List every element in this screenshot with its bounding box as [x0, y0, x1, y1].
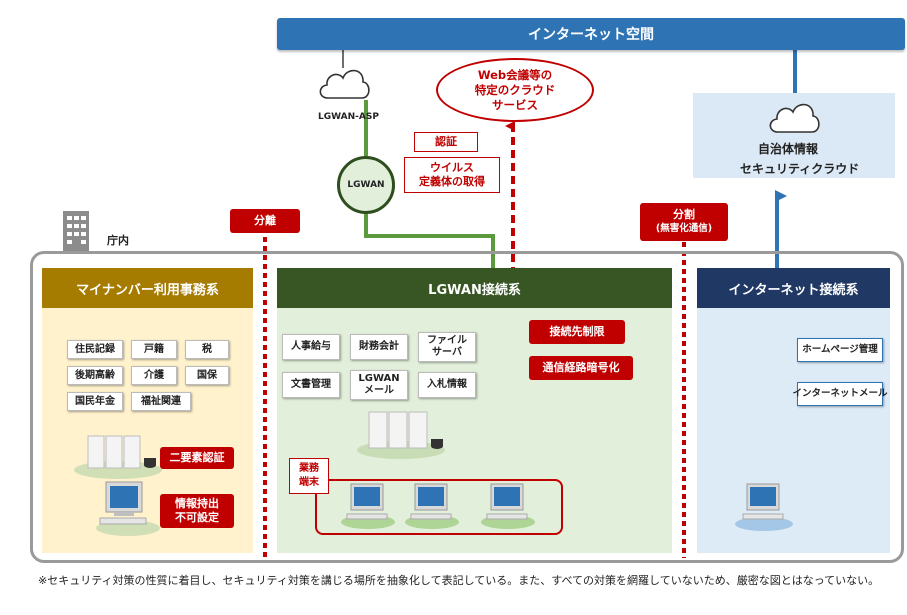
cloud-service-line1: Web会議等の: [477, 67, 553, 82]
security-cloud-line1: 自治体情報: [758, 142, 819, 156]
server-icon: [72, 428, 164, 484]
lgwan-tag: 入札情報: [418, 372, 476, 398]
lgwan-tag-line1: 財務会計: [359, 341, 399, 352]
lgwan-tag-line1: 人事給与: [291, 341, 331, 352]
internet-space-bar: インターネット空間: [277, 18, 905, 50]
terminal-group: [315, 479, 563, 535]
pc-icon: [733, 482, 795, 536]
restrict-box: 接続先制限: [529, 320, 625, 344]
lgwan-tag: LGWAN メール: [350, 370, 408, 400]
division-line2: (無害化通信): [655, 223, 713, 234]
internet-zone: インターネット接続系 ホームページ管理 インターネットメール: [697, 268, 890, 553]
cloud-icon: [769, 103, 820, 133]
lgwan-tag-line1: ファイル: [427, 335, 467, 346]
no-export-line1: 情報持出: [175, 497, 219, 510]
lgwan-asp-label: LGWAN-ASP: [318, 112, 379, 122]
mynumber-tag: 税: [185, 340, 229, 359]
lgwan-node-label: LGWAN: [347, 180, 385, 190]
division-label: 分割 (無害化通信): [640, 203, 728, 241]
footnote: ※セキュリティ対策の性質に着目し、セキュリティ対策を講じる場所を抽象化して表記し…: [38, 574, 880, 587]
lgwan-tag: 文書管理: [282, 372, 340, 398]
mynumber-zone: マイナンバー利用事務系 住民記録 戸籍 税 後期高齢 介護 国保 国民年金 福祉…: [42, 268, 253, 553]
office-frame: [30, 251, 904, 563]
mynumber-tag: 国保: [185, 366, 229, 385]
auth-box: 認証: [414, 132, 478, 152]
cloud-icon: [319, 69, 370, 99]
two-factor-box: 二要素認証: [160, 447, 234, 469]
lgwan-tag-line1: 入札情報: [427, 379, 467, 390]
no-export-line2: 不可設定: [175, 511, 219, 524]
building-icon: [63, 211, 89, 251]
cloud-service-line3: サービス: [492, 97, 538, 112]
mynumber-title: マイナンバー利用事務系: [42, 268, 253, 308]
terminal-line2: 端末: [299, 477, 319, 488]
pc-icon: [339, 482, 397, 534]
lgwan-tag-line2: メール: [364, 385, 394, 396]
separation-label: 分離: [230, 209, 300, 233]
building-label: 庁内: [107, 234, 129, 247]
lgwan-zone: LGWAN接続系 人事給与 財務会計 ファイル サーバ 文書管理 LGWAN メ…: [277, 268, 672, 553]
mynumber-tag: 戸籍: [131, 340, 177, 359]
virus-def-line1: ウイルス: [430, 161, 474, 174]
lgwan-node: LGWAN: [337, 156, 395, 214]
encrypt-box: 通信経路暗号化: [529, 356, 633, 380]
mynumber-tag: 福祉関連: [131, 392, 191, 411]
pc-icon: [92, 480, 164, 540]
security-cloud-box: [693, 93, 895, 178]
lgwan-title: LGWAN接続系: [277, 268, 672, 308]
mynumber-tag: 介護: [131, 366, 177, 385]
terminal-line1: 業務: [299, 463, 319, 474]
lgwan-tag-line1: 文書管理: [291, 379, 331, 390]
mynumber-tag: 住民記録: [67, 340, 123, 359]
mynumber-tag: 後期高齢: [67, 366, 123, 385]
lgwan-tag-line2: サーバ: [432, 347, 462, 358]
virus-def-box: ウイルス 定義体の取得: [404, 157, 500, 193]
virus-def-line2: 定義体の取得: [419, 175, 485, 188]
lgwan-tag-line1: LGWAN: [358, 373, 400, 384]
lgwan-tag: 財務会計: [350, 334, 408, 360]
internet-tag: インターネットメール: [793, 382, 888, 406]
terminal-label: 業務 端末: [289, 458, 329, 494]
cloud-service-ellipse: Web会議等の 特定のクラウド サービス: [436, 58, 594, 122]
mynumber-tag: 国民年金: [67, 392, 123, 411]
cloud-service-line2: 特定のクラウド: [474, 82, 556, 97]
internet-title: インターネット接続系: [697, 268, 890, 308]
internet-tag: ホームページ管理: [797, 338, 883, 362]
lgwan-tag: ファイル サーバ: [418, 332, 476, 362]
pc-icon: [479, 482, 537, 534]
division-line1: 分割: [673, 208, 695, 221]
no-export-box: 情報持出 不可設定: [160, 494, 234, 528]
security-cloud-line2: セキュリティクラウド: [740, 162, 860, 176]
server-icon: [355, 406, 447, 466]
pc-icon: [403, 482, 461, 534]
lgwan-tag: 人事給与: [282, 334, 340, 360]
